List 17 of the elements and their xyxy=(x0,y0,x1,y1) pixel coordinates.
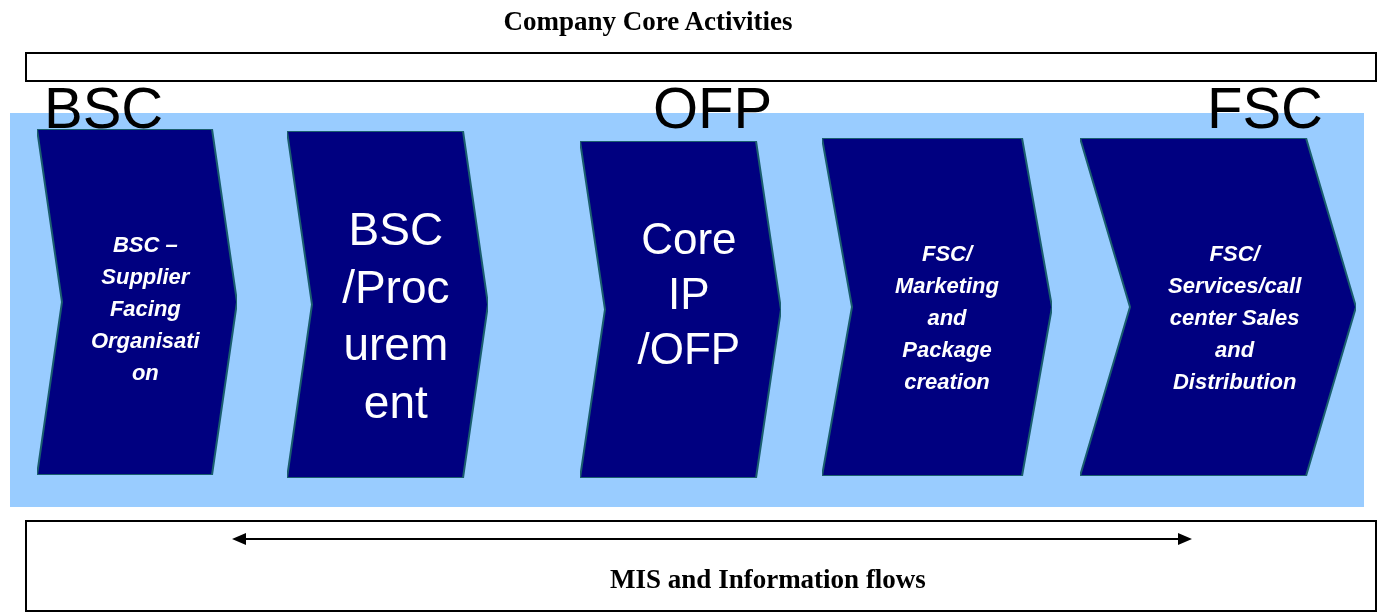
step-label: FSC/ Services/call center Sales and Distribution xyxy=(1167,240,1303,396)
section-frame xyxy=(25,52,1377,82)
chevron-step xyxy=(1080,138,1356,476)
chevron-step xyxy=(287,131,488,478)
panel-title: MIS and Information flows xyxy=(609,564,927,595)
step-label: Core IP /OFP xyxy=(636,213,742,375)
flow-panel xyxy=(25,520,1377,612)
stage-label: BSC xyxy=(44,84,164,132)
chevron-step xyxy=(822,138,1052,476)
stage-label: OFP xyxy=(653,84,773,132)
step-label: BSC – Supplier Facing Organisation xyxy=(90,231,201,387)
step-label: BSC /Procurement xyxy=(341,202,451,430)
chevron-step xyxy=(37,129,237,475)
section-heading: Company Core Activities xyxy=(502,6,794,37)
stage-label: FSC xyxy=(1207,84,1323,132)
chevron-step xyxy=(580,141,781,478)
step-label: FSC/ Marketing and Package creation xyxy=(894,240,1000,396)
